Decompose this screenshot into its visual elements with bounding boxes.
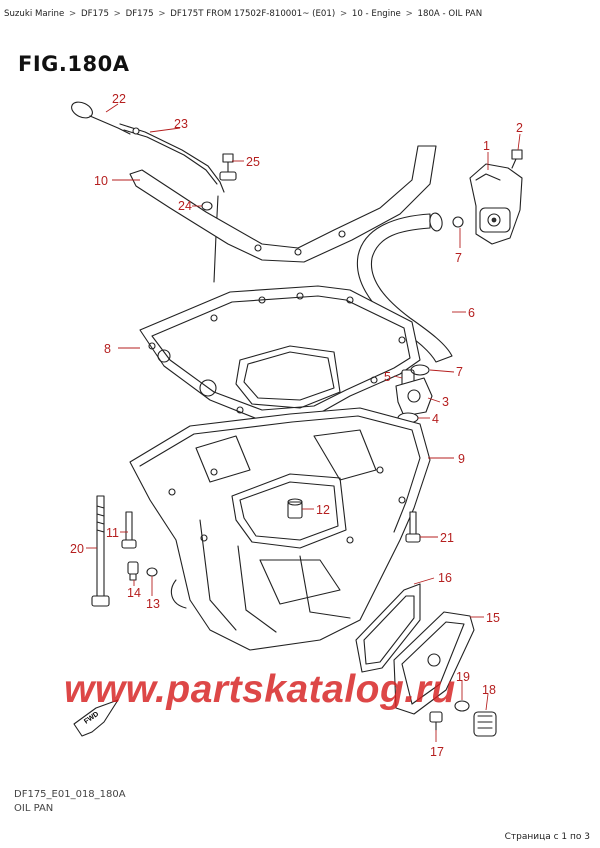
breadcrumb-item-df175-model[interactable]: DF175 [125,9,154,19]
callout-4[interactable]: 4 [432,412,439,426]
oil-hose[interactable] [356,212,453,363]
drawing-code: DF175_E01_018_180A [14,789,126,800]
figure-title: FIG.180A [18,52,130,76]
watermark: www.partskatalog.ru [64,668,456,711]
drain-plug-14[interactable] [127,561,139,581]
callout-20[interactable]: 20 [70,542,84,556]
callout-7-upper[interactable]: 7 [455,251,462,265]
oil-pan-cover[interactable] [393,611,475,715]
callout-5[interactable]: 5 [384,370,391,384]
o-ring-7-upper[interactable] [452,216,464,228]
breadcrumb-item-suzuki-marine[interactable]: Suzuki Marine [4,9,65,19]
breadcrumb-separator: > [405,9,413,19]
leader-lines [86,103,521,742]
breadcrumb-separator: > [113,9,121,19]
callout-15[interactable]: 15 [486,611,500,625]
bolt-21[interactable] [405,511,421,543]
bolt-17[interactable] [429,711,443,731]
bolt-2[interactable] [511,149,523,169]
callout-14[interactable]: 14 [127,586,141,600]
drawing-name: OIL PAN [14,803,54,814]
callout-22[interactable]: 22 [112,92,126,106]
plug-18[interactable] [473,711,497,737]
union-fitting[interactable] [395,369,433,417]
breadcrumb-item-oil-pan: 180A - OIL PAN [417,9,483,19]
oil-pan[interactable] [129,407,431,651]
callout-9[interactable]: 9 [458,452,465,466]
breadcrumb: Suzuki Marine > DF175 > DF175 > DF175T F… [4,8,596,20]
callout-23[interactable]: 23 [174,117,188,131]
callout-11[interactable]: 11 [106,526,119,540]
callout-16[interactable]: 16 [438,571,452,585]
breadcrumb-item-df175[interactable]: DF175 [80,9,109,19]
breadcrumb-item-engine[interactable]: 10 - Engine [351,9,401,19]
callout-12[interactable]: 12 [316,503,330,517]
callout-7-lower[interactable]: 7 [456,365,463,379]
bolt-11[interactable] [121,511,137,549]
callout-13[interactable]: 13 [146,597,160,611]
gasket-19[interactable] [454,700,470,712]
cover-gasket[interactable] [355,583,421,673]
oil-filter-bracket[interactable] [469,163,523,245]
bolt-20[interactable] [91,495,110,607]
callout-3[interactable]: 3 [442,395,449,409]
callout-25[interactable]: 25 [246,155,260,169]
callout-10[interactable]: 10 [94,174,108,188]
gasket[interactable] [139,285,421,421]
callout-21[interactable]: 21 [440,531,454,545]
bolt-25[interactable] [219,153,237,181]
callout-24[interactable]: 24 [178,199,192,213]
o-ring-7-lower[interactable] [410,364,430,376]
callout-labels: 22 23 10 24 25 1 2 7 6 8 7 5 3 4 9 12 11… [70,92,523,759]
fwd-direction-arrow: FWD [73,699,119,737]
breadcrumb-separator: > [339,9,348,19]
callout-8[interactable]: 8 [104,342,111,356]
callout-2[interactable]: 2 [516,121,523,135]
breadcrumb-separator: > [69,9,77,19]
callout-1[interactable]: 1 [483,139,490,153]
page-indicator: Страница с 1 по 3 [504,832,590,842]
breadcrumb-separator: > [158,9,166,19]
breadcrumb-item-serial-range[interactable]: DF175T FROM 17502F-810001~ (E01) [170,9,336,19]
baffle-plate[interactable] [129,145,437,263]
o-ring-24[interactable] [201,201,213,211]
callout-19[interactable]: 19 [456,670,470,684]
washer-13[interactable] [146,567,158,577]
callout-6[interactable]: 6 [468,306,475,320]
callout-17[interactable]: 17 [430,745,444,759]
callout-18[interactable]: 18 [482,683,496,697]
